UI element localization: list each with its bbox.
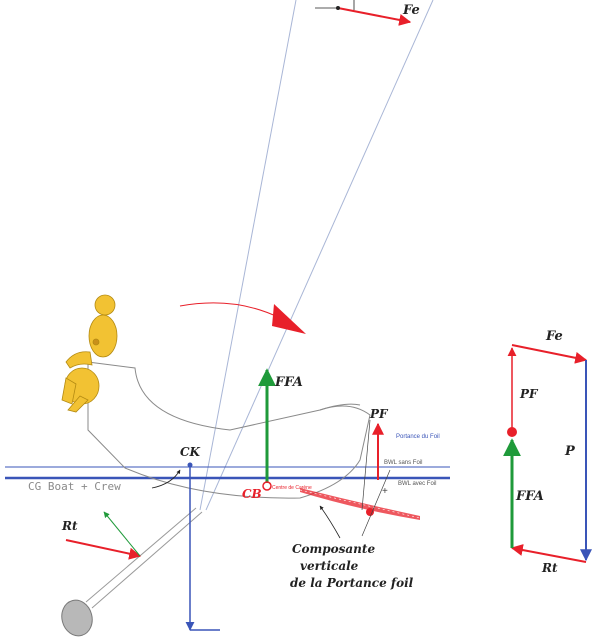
hull <box>87 361 371 499</box>
rt-right-label: Rt <box>541 561 558 575</box>
ffa-right-label: FFA <box>515 489 544 504</box>
keel <box>61 507 203 637</box>
composante-note: Composante verticale de la Portance foil <box>290 505 414 590</box>
portance-du-foil-label: Portance du Foil <box>396 434 440 440</box>
cb-label: CB <box>242 487 262 501</box>
ffa-label: FFA <box>274 375 303 390</box>
centre-de-carene-label: Centre de Carène <box>272 485 312 491</box>
pf-right-label: PF <box>519 387 539 401</box>
svg-text:+: + <box>382 486 388 497</box>
composante-line2: verticale <box>300 559 359 573</box>
waterlines <box>5 466 450 480</box>
cg-boat-crew-label: CG Boat + Crew <box>28 480 121 493</box>
bwl-sans-foil-label: BWL sans Foil <box>384 460 422 466</box>
composante-line1: Composante <box>292 542 375 556</box>
foil <box>299 488 421 520</box>
fe-right-label: Fe <box>545 329 563 344</box>
pf-vector: PF Portance du Foil BWL sans Foil BWL av… <box>361 407 440 537</box>
mast-sail <box>199 0 434 511</box>
pf-label: PF <box>369 407 389 421</box>
top-fe-vector: Fe <box>315 3 420 26</box>
cb-point: CB Centre de Carène <box>242 481 312 501</box>
crew-figure <box>61 294 118 413</box>
ck-point: CK <box>151 445 220 631</box>
bwl-avec-foil-label: BWL avec Foil <box>398 481 436 487</box>
force-polygon: Fe PF P FFA Rt <box>503 329 592 575</box>
ffa-vector: FFA <box>258 368 303 483</box>
composante-line3: de la Portance foil <box>290 576 414 590</box>
rt-left-label: Rt <box>61 519 78 533</box>
left-rt-vector: Rt <box>61 511 142 560</box>
ck-label: CK <box>180 445 201 459</box>
fe-top-label: Fe <box>402 3 420 18</box>
heel-rotation-arrow <box>179 302 306 334</box>
p-right-label: P <box>564 444 576 459</box>
